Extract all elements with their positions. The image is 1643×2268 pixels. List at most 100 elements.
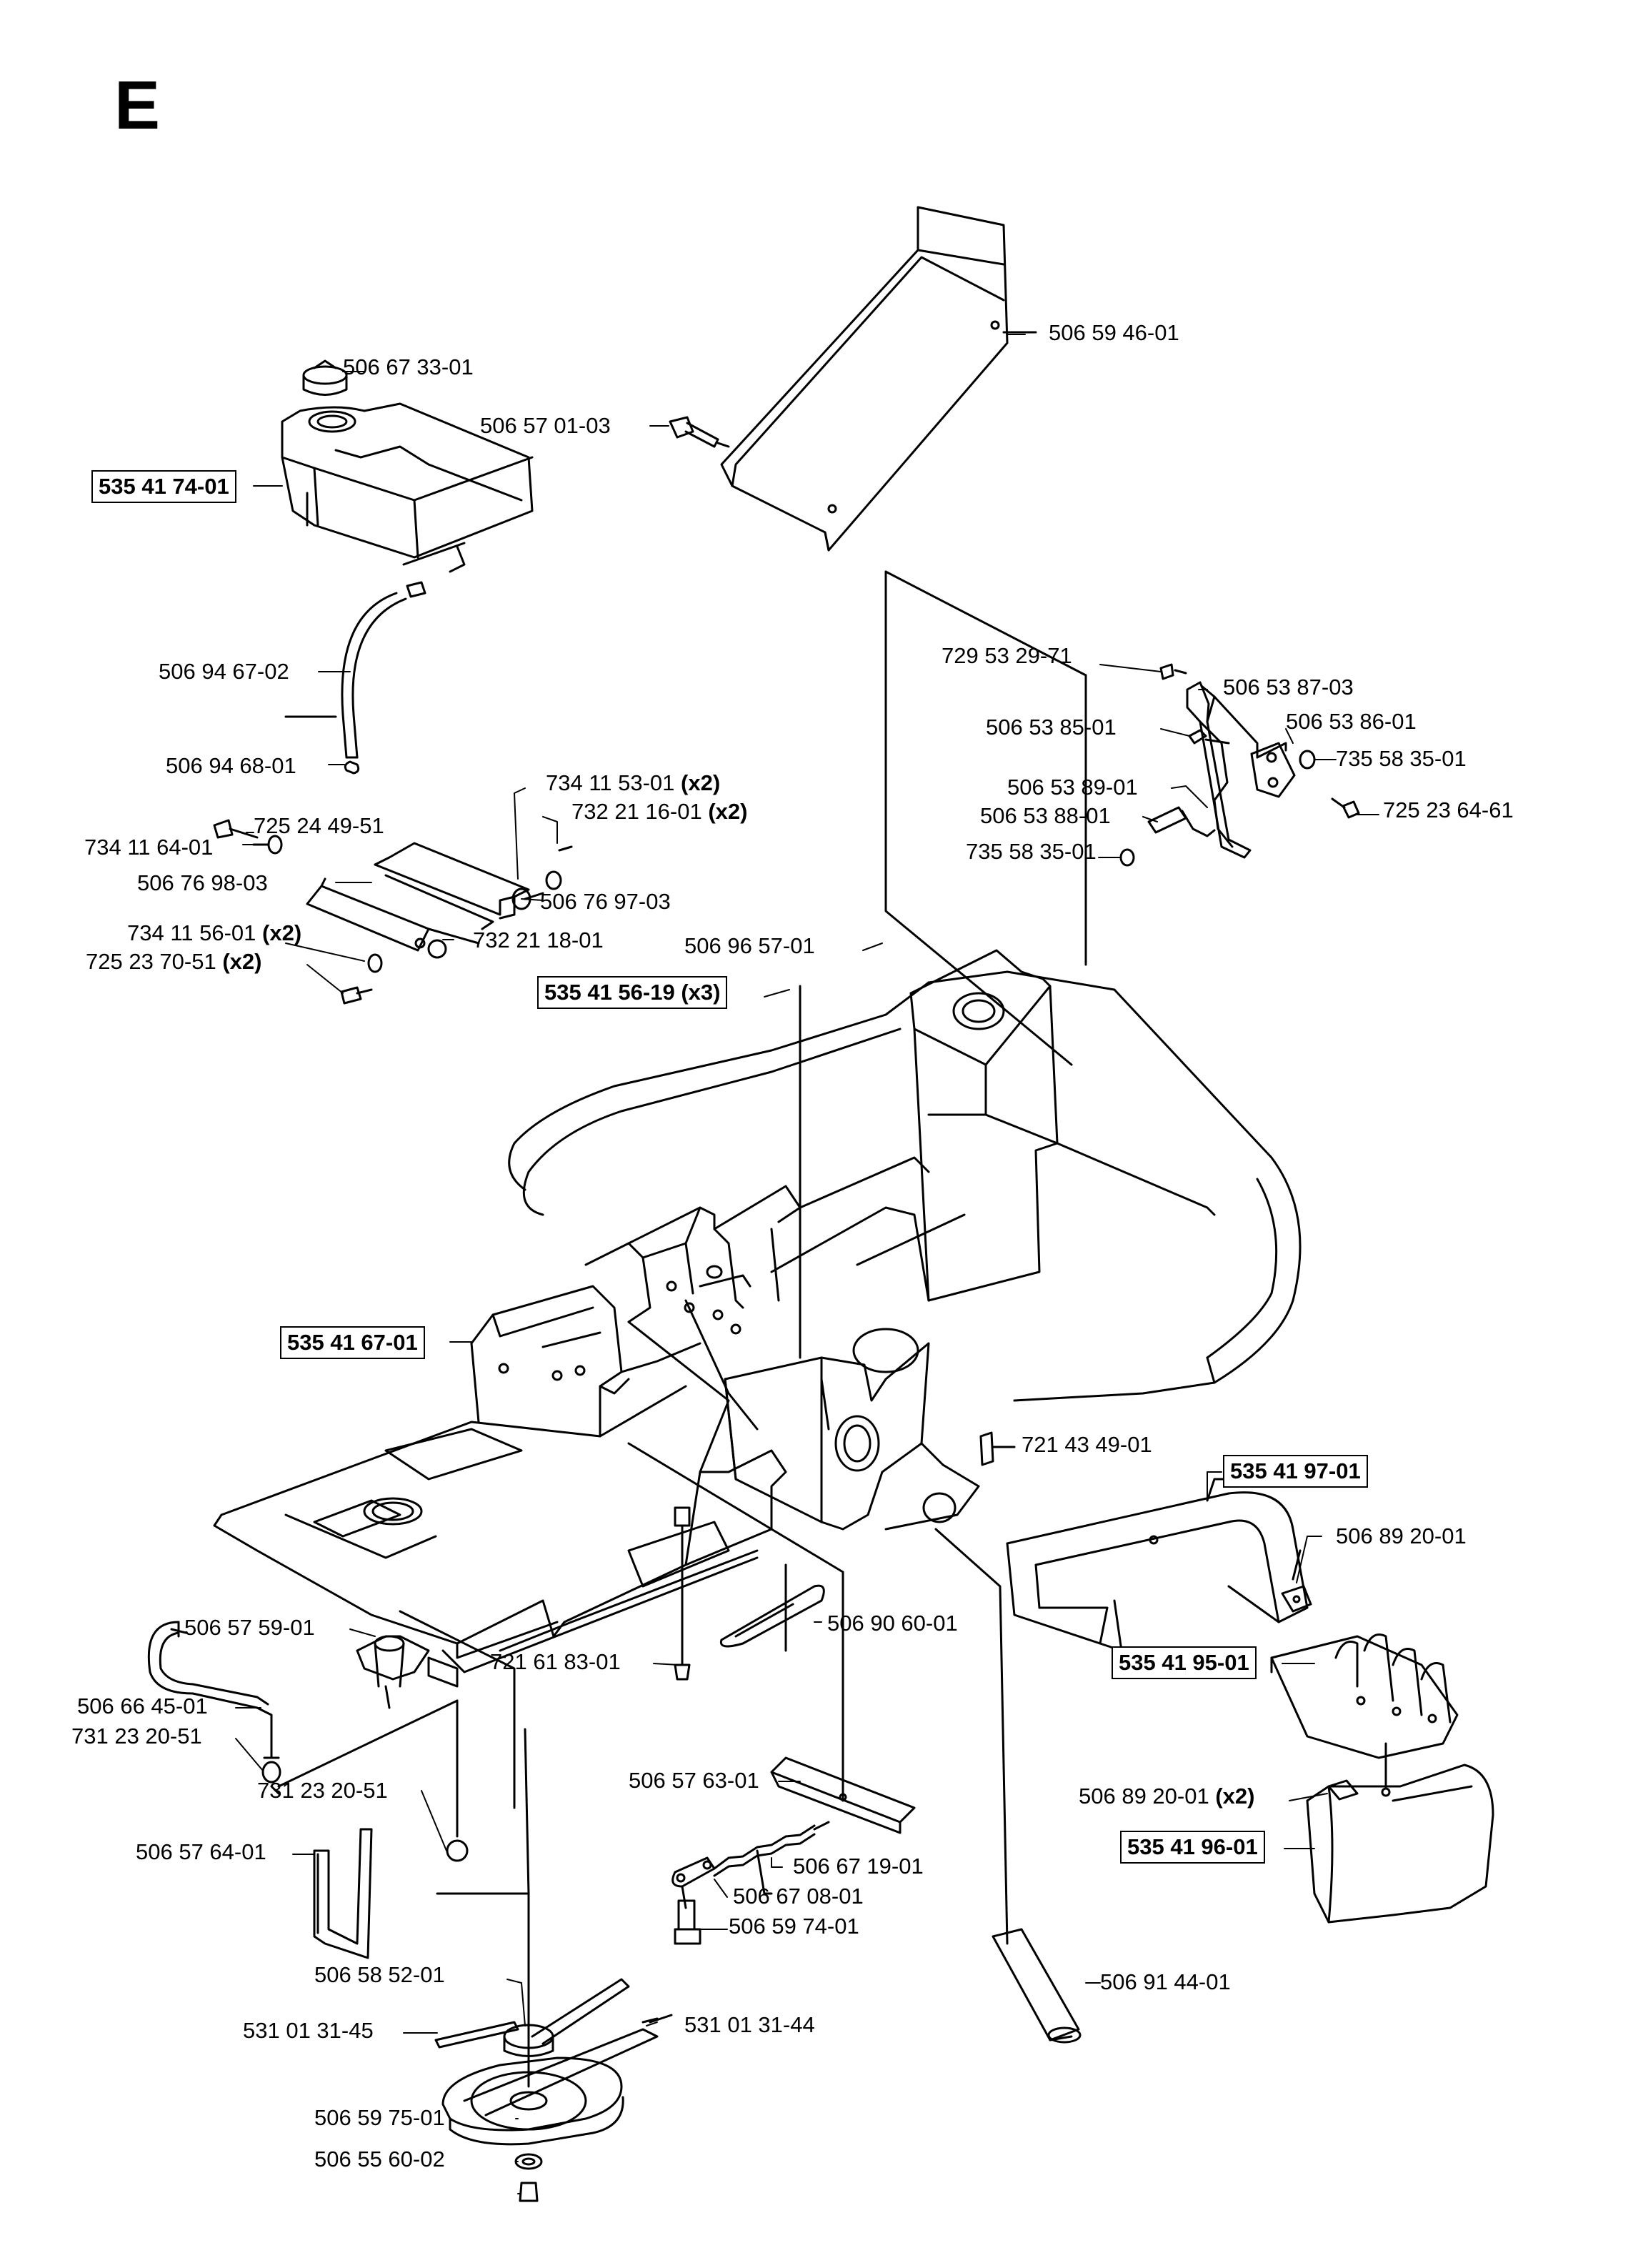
part-number: 506 53 88-01 bbox=[980, 803, 1111, 828]
part-number: 506 53 89-01 bbox=[1007, 775, 1138, 800]
part-number: 506 89 20-01 bbox=[1079, 1784, 1209, 1809]
part-number: 506 53 86-01 bbox=[1286, 709, 1417, 734]
part-label-p29: 535 41 97-01 bbox=[1223, 1455, 1368, 1488]
part-number: 535 41 56-19 bbox=[544, 980, 675, 1005]
part-number: 506 66 45-01 bbox=[77, 1693, 208, 1719]
part-number: 506 57 01-03 bbox=[480, 413, 611, 438]
part-label-p35: 506 66 45-01 bbox=[77, 1695, 208, 1717]
part-number: 735 58 35-01 bbox=[1336, 746, 1467, 771]
part-label-p27: 535 41 67-01 bbox=[280, 1326, 425, 1359]
part-quantity: (x2) bbox=[222, 949, 262, 974]
part-number: 506 53 85-01 bbox=[986, 715, 1117, 740]
part-number: 535 41 96-01 bbox=[1127, 1834, 1258, 1859]
linkage-hardware-drawing bbox=[147, 985, 1082, 2202]
part-number: 729 53 29-71 bbox=[942, 643, 1072, 668]
part-label-p31: 506 57 59-01 bbox=[184, 1616, 315, 1638]
part-label-p40: 506 57 64-01 bbox=[136, 1841, 266, 1863]
part-number: 506 76 97-03 bbox=[540, 889, 671, 914]
part-number: 506 59 46-01 bbox=[1049, 320, 1179, 345]
part-label-p50: 506 55 60-02 bbox=[314, 2148, 445, 2170]
part-label-p03: 506 57 01-03 bbox=[480, 414, 611, 437]
part-label-p19: 734 11 64-01 bbox=[84, 836, 213, 858]
part-label-p15: 735 58 35-01 bbox=[966, 840, 1097, 862]
part-label-p17: 732 21 16-01 (x2) bbox=[571, 800, 747, 822]
part-label-p18: 725 24 49-51 bbox=[254, 815, 384, 837]
part-number: 732 21 16-01 bbox=[571, 799, 702, 824]
part-label-p08: 506 53 87-03 bbox=[1223, 676, 1354, 698]
part-label-p28: 721 43 49-01 bbox=[1022, 1433, 1152, 1456]
part-label-p16: 734 11 53-01 (x2) bbox=[546, 772, 720, 794]
part-quantity: (x2) bbox=[262, 920, 302, 945]
part-label-p44: 506 59 74-01 bbox=[729, 1915, 859, 1937]
part-number: 734 11 64-01 bbox=[84, 835, 214, 860]
part-number: 506 67 19-01 bbox=[793, 1854, 924, 1879]
part-number: 506 67 33-01 bbox=[343, 354, 474, 379]
part-label-p23: 732 21 18-01 bbox=[473, 929, 604, 951]
part-label-p06: 506 94 68-01 bbox=[166, 755, 296, 777]
part-number: 725 24 49-51 bbox=[254, 813, 384, 838]
part-number: 506 57 63-01 bbox=[629, 1768, 759, 1793]
part-number: 535 41 74-01 bbox=[99, 474, 229, 499]
part-label-p21: 506 76 97-03 bbox=[540, 890, 671, 912]
part-number: 531 01 31-45 bbox=[243, 2018, 374, 2043]
part-label-p11: 735 58 35-01 bbox=[1336, 747, 1467, 770]
part-label-p48: 531 01 31-44 bbox=[684, 2014, 815, 2036]
part-label-p14: 725 23 64-61 bbox=[1383, 799, 1514, 821]
part-number: 734 11 53-01 bbox=[546, 770, 675, 795]
part-number: 731 23 20-51 bbox=[257, 1778, 388, 1803]
part-label-p09: 506 53 85-01 bbox=[986, 716, 1117, 738]
part-number: 506 89 20-01 bbox=[1336, 1523, 1467, 1548]
part-number: 506 67 08-01 bbox=[733, 1884, 864, 1909]
part-number: 725 23 64-61 bbox=[1383, 797, 1514, 822]
part-label-p38: 506 57 63-01 bbox=[629, 1769, 759, 1791]
part-number: 531 01 31-44 bbox=[684, 2012, 815, 2037]
part-number: 506 94 67-02 bbox=[159, 659, 289, 684]
control-lever-drawing bbox=[884, 570, 1360, 1066]
section-letter: E bbox=[114, 67, 161, 144]
part-label-p20: 506 76 98-03 bbox=[137, 872, 268, 894]
part-number: 732 21 18-01 bbox=[473, 927, 604, 953]
part-label-p04: 506 59 46-01 bbox=[1049, 322, 1179, 344]
part-label-p34: 721 61 83-01 bbox=[490, 1651, 621, 1673]
part-number: 506 53 87-03 bbox=[1223, 675, 1354, 700]
part-number: 506 76 98-03 bbox=[137, 870, 268, 895]
pedal-cover-drawing bbox=[979, 1431, 1494, 1924]
part-label-p05: 506 94 67-02 bbox=[159, 660, 289, 682]
part-number: 725 23 70-51 bbox=[86, 949, 216, 974]
part-number: 506 94 68-01 bbox=[166, 753, 296, 778]
part-quantity: (x2) bbox=[708, 799, 748, 824]
part-number: 506 59 75-01 bbox=[314, 2105, 445, 2130]
part-label-p01: 506 67 33-01 bbox=[343, 356, 474, 378]
part-number: 734 11 56-01 bbox=[127, 920, 256, 945]
part-number: 535 41 95-01 bbox=[1119, 1650, 1249, 1675]
part-label-p33: 535 41 95-01 bbox=[1112, 1646, 1257, 1679]
part-label-p12: 506 53 89-01 bbox=[1007, 776, 1138, 798]
part-label-p32: 506 90 60-01 bbox=[827, 1612, 958, 1634]
part-label-p37: 731 23 20-51 bbox=[257, 1779, 388, 1801]
part-label-p10: 506 53 86-01 bbox=[1286, 710, 1417, 732]
part-label-p26: 535 41 56-19 (x3) bbox=[537, 976, 728, 1009]
part-label-p07: 729 53 29-71 bbox=[942, 645, 1072, 667]
part-number: 721 43 49-01 bbox=[1022, 1432, 1152, 1457]
part-label-p13: 506 53 88-01 bbox=[980, 805, 1111, 827]
part-number: 721 61 83-01 bbox=[490, 1649, 621, 1674]
part-label-p43: 506 67 08-01 bbox=[733, 1885, 864, 1907]
part-label-p47: 531 01 31-45 bbox=[243, 2019, 374, 2041]
part-quantity: (x3) bbox=[681, 980, 721, 1005]
main-frame-drawing bbox=[213, 949, 1302, 1673]
part-label-p46: 506 91 44-01 bbox=[1100, 1971, 1231, 1993]
part-label-p42: 506 67 19-01 bbox=[793, 1855, 924, 1877]
part-number: 735 58 35-01 bbox=[966, 839, 1097, 864]
part-label-p45: 506 58 52-01 bbox=[314, 1964, 445, 1986]
part-number: 506 59 74-01 bbox=[729, 1914, 859, 1939]
fuel-hose-drawing bbox=[284, 542, 466, 775]
part-number: 506 57 64-01 bbox=[136, 1839, 266, 1864]
bolt-drawing bbox=[669, 416, 730, 448]
part-label-p36: 731 23 20-51 bbox=[71, 1725, 202, 1747]
part-label-p30: 506 89 20-01 bbox=[1336, 1525, 1467, 1547]
part-quantity: (x2) bbox=[681, 770, 721, 795]
seat-pan-drawing bbox=[720, 206, 1037, 552]
part-number: 731 23 20-51 bbox=[71, 1724, 202, 1749]
